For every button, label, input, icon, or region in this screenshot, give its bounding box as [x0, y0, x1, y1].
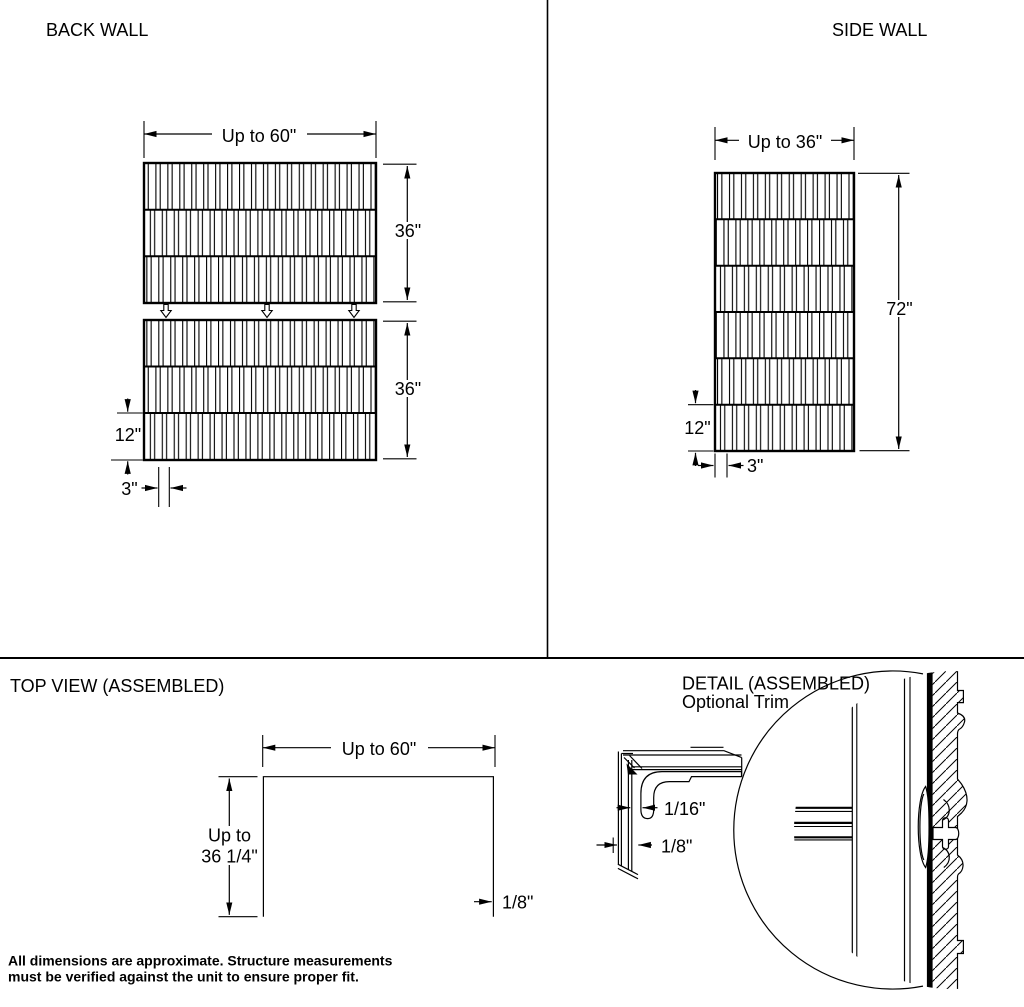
corner-joint-marks	[621, 752, 643, 775]
footer-note-line2: must be verified against the unit to ens…	[8, 969, 359, 985]
thickness-dimension-label: 1/8"	[661, 837, 692, 857]
back-wall-slat-spacing-label: 3"	[121, 479, 137, 499]
slatwall-profile-edge	[956, 671, 968, 989]
top-view-section: TOP VIEW (ASSEMBLED) Up to 60" Up to 36 …	[8, 676, 533, 985]
back-wall-bottom-row-label: 12"	[115, 425, 141, 445]
back-wall-title: BACK WALL	[46, 20, 148, 40]
clip-connector	[932, 817, 960, 850]
detail-title-line1: DETAIL (ASSEMBLED)	[682, 674, 870, 694]
top-view-flange-dimension: 1/8"	[474, 893, 533, 913]
back-wall-slat-spacing-dimension: 3"	[121, 467, 187, 507]
top-view-depth-label-line1: Up to	[208, 826, 251, 846]
footer-note: All dimensions are approximate. Structur…	[8, 953, 393, 985]
side-wall-width-label: Up to 36"	[748, 132, 822, 152]
side-wall-slat-spacing-dimension: 3"	[698, 453, 763, 478]
circle-detail-contents	[794, 671, 968, 989]
down-arrow-icon	[347, 303, 361, 319]
side-wall-section: SIDE WALL Up to 36"	[684, 20, 927, 478]
top-view-flange-label: 1/8"	[502, 893, 533, 913]
side-wall-height-label: 72"	[886, 299, 912, 319]
gap-dimension: 1/16"	[616, 799, 705, 819]
section-divider-lines	[0, 0, 1024, 659]
thickness-dimension: 1/8"	[596, 837, 692, 857]
back-wall-width-label: Up to 60"	[222, 126, 296, 146]
side-wall-width-dimension: Up to 36"	[714, 127, 855, 160]
back-wall-section: BACK WALL Up to 60" 36"	[46, 20, 426, 507]
top-view-outline	[262, 776, 494, 917]
top-view-depth-label-line2: 36 1/4"	[201, 847, 257, 867]
detail-title-line2: Optional Trim	[682, 692, 789, 712]
horizontal-member-lines	[623, 746, 743, 777]
shelf-groove-lines	[794, 806, 853, 841]
side-wall-bottom-row-label: 12"	[684, 418, 710, 438]
detail-circle-arc	[733, 670, 924, 990]
down-arrow-icon	[260, 303, 274, 319]
back-wall-upper-height-label: 36"	[395, 221, 421, 241]
side-wall-bottom-row-dimension: 12"	[684, 390, 714, 466]
back-wall-width-dimension: Up to 60"	[143, 121, 377, 158]
gap-dimension-label: 1/16"	[664, 799, 705, 819]
top-view-width-dimension: Up to 60"	[262, 735, 496, 767]
back-wall-lower-height-dimension: 36"	[383, 320, 426, 460]
back-wall-bottom-row-dimension: 12"	[111, 398, 143, 475]
trim-clip-assembly	[917, 785, 960, 869]
side-wall-panel	[713, 171, 856, 453]
back-wall-upper-height-dimension: 36"	[383, 163, 426, 303]
trim-bracket	[640, 771, 743, 820]
top-view-depth-dimension: Up to 36 1/4"	[201, 776, 258, 918]
back-wall-lower-panel	[142, 318, 378, 462]
top-view-title: TOP VIEW (ASSEMBLED)	[10, 676, 224, 696]
panel-join-arrow-icons	[159, 303, 361, 319]
corner-trim-drawing: 1/16" 1/8"	[596, 746, 743, 880]
down-arrow-icon	[159, 303, 173, 319]
back-wall-lower-height-label: 36"	[395, 379, 421, 399]
side-wall-height-dimension: 72"	[858, 172, 918, 452]
circle-detail-drawing	[733, 670, 968, 990]
back-wall-upper-panel	[142, 161, 378, 305]
side-wall-title: SIDE WALL	[832, 20, 927, 40]
detail-section: DETAIL (ASSEMBLED) Optional Trim	[596, 670, 968, 990]
panel-core-strip	[926, 671, 933, 989]
footer-note-line1: All dimensions are approximate. Structur…	[8, 953, 393, 969]
side-wall-slat-spacing-label: 3"	[747, 456, 763, 476]
top-view-width-label: Up to 60"	[342, 739, 416, 759]
